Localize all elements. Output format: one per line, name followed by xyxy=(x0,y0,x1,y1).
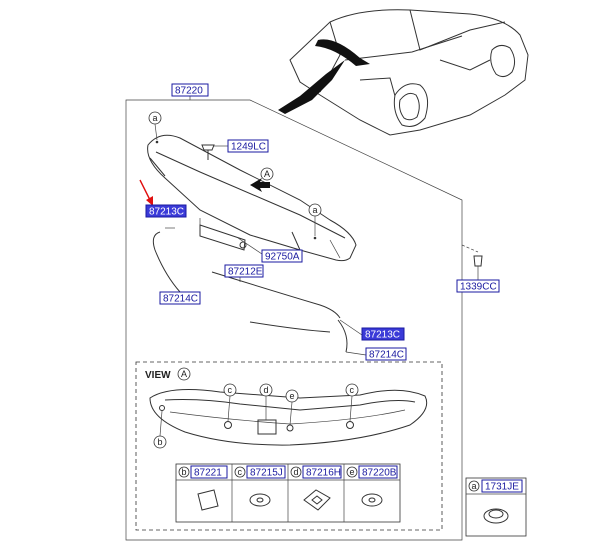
callout-e: e xyxy=(285,389,299,426)
legend-side-box[interactable]: a 1731JE xyxy=(465,477,527,537)
label-87213C-highlighted-left[interactable]: 87213C xyxy=(145,204,187,218)
svg-text:1339CC: 1339CC xyxy=(460,282,497,293)
red-pointer-arrow xyxy=(139,179,153,206)
svg-text:a: a xyxy=(472,481,477,491)
svg-text:A: A xyxy=(264,169,270,179)
bolt-part xyxy=(201,144,228,160)
label-87214C-right[interactable]: 87214C xyxy=(365,347,407,361)
svg-text:A: A xyxy=(181,369,187,379)
legend-cell-b[interactable]: b 87221 xyxy=(178,465,228,511)
svg-text:d: d xyxy=(264,385,269,395)
tape-strip-left xyxy=(152,227,181,293)
label-87214C-left[interactable]: 87214C xyxy=(159,291,201,305)
spoiler-assembly xyxy=(147,134,357,262)
svg-text:87213C: 87213C xyxy=(149,207,184,218)
svg-text:a: a xyxy=(313,205,318,215)
svg-text:VIEW: VIEW xyxy=(145,370,171,381)
car-illustration xyxy=(278,9,529,136)
svg-text:d: d xyxy=(294,467,299,477)
svg-text:87213C: 87213C xyxy=(365,330,400,341)
callout-d: d xyxy=(259,383,273,420)
svg-text:87214C: 87214C xyxy=(163,294,198,305)
view-a-box: VIEW A xyxy=(135,361,443,531)
svg-text:87220: 87220 xyxy=(175,86,203,97)
callout-c-right: c xyxy=(345,383,359,422)
molding-strip xyxy=(211,271,341,319)
svg-text:c: c xyxy=(350,385,355,395)
svg-text:b: b xyxy=(182,467,187,477)
label-1249LC[interactable]: 1249LC xyxy=(227,139,269,153)
svg-text:87214C: 87214C xyxy=(369,350,404,361)
exploded-frame xyxy=(125,96,463,541)
callout-b: b xyxy=(153,410,167,449)
svg-text:e: e xyxy=(290,391,295,401)
svg-text:87212E: 87212E xyxy=(228,267,263,278)
legend-cell-d[interactable]: d 87216H xyxy=(290,465,342,511)
view-arrow-a: A xyxy=(250,167,274,192)
svg-text:b: b xyxy=(158,437,163,447)
svg-text:a: a xyxy=(153,113,158,123)
svg-text:87220B: 87220B xyxy=(362,468,397,479)
svg-text:87221: 87221 xyxy=(194,468,222,479)
stop-lamp-part xyxy=(199,218,263,255)
svg-text:1249LC: 1249LC xyxy=(231,142,266,153)
tape-strip-right xyxy=(249,319,367,356)
svg-text:e: e xyxy=(350,467,355,477)
svg-text:c: c xyxy=(228,385,233,395)
label-1339CC[interactable]: 1339CC xyxy=(456,279,500,293)
label-87212E[interactable]: 87212E xyxy=(224,264,264,278)
label-87220[interactable]: 87220 xyxy=(171,83,209,97)
label-92750A[interactable]: 92750A xyxy=(261,249,303,263)
svg-text:92750A: 92750A xyxy=(265,252,300,263)
callout-a-right: a xyxy=(308,203,322,240)
svg-text:87215J: 87215J xyxy=(250,468,283,479)
callout-c-left: c xyxy=(223,383,237,422)
svg-text:c: c xyxy=(238,467,243,477)
label-87213C-highlighted-right[interactable]: 87213C xyxy=(361,327,405,341)
legend-cell-c[interactable]: c 87215J xyxy=(234,465,286,507)
svg-text:87216H: 87216H xyxy=(306,468,341,479)
legend-cell-e[interactable]: e 87220B xyxy=(346,465,398,507)
svg-text:1731JE: 1731JE xyxy=(485,482,519,493)
clip-1339CC-part xyxy=(461,244,483,280)
callout-a-left: a xyxy=(148,111,162,144)
